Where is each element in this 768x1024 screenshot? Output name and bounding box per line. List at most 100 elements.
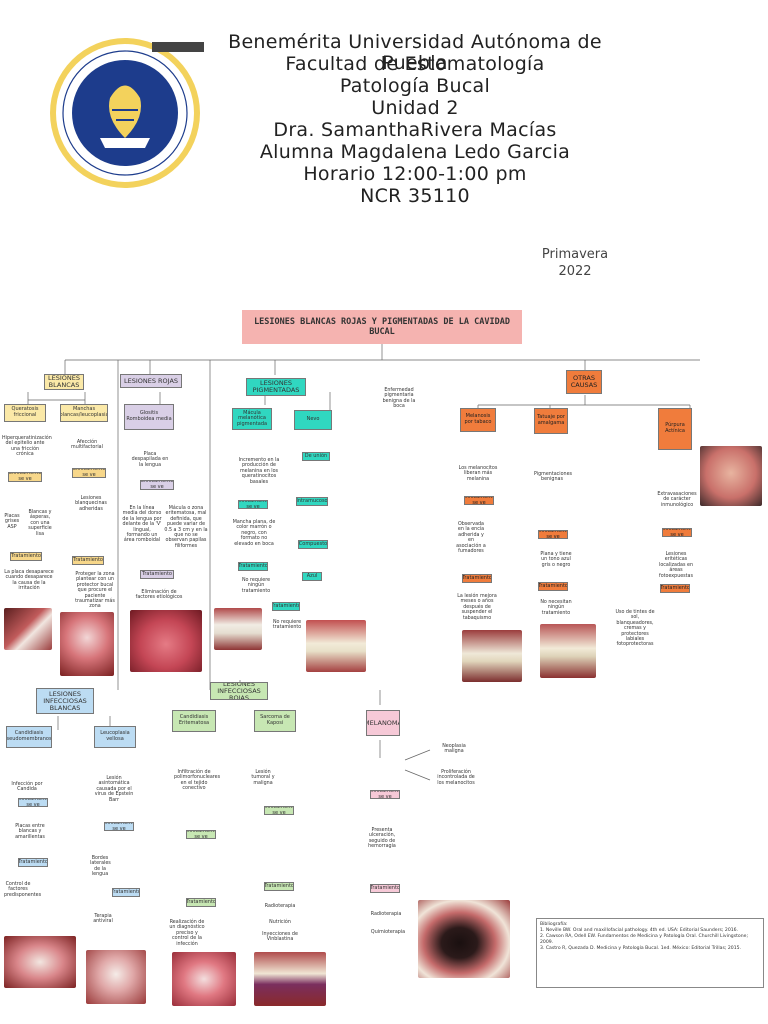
photo-amalgama: [540, 624, 596, 678]
photo-purpura: [700, 446, 762, 506]
label-clinica-amalgama: Clínicamente se ve: [538, 530, 568, 539]
text-nevo-trat: No requiere tratamiento: [272, 620, 302, 631]
label-trat-queratosis: Tratamiento: [10, 552, 42, 561]
schedule: Horario 12:00-1:00 pm: [303, 163, 527, 185]
label-clinica-candidiasis: Clínicamente se ve: [18, 798, 48, 807]
text-glositis-def: Placa despapilada en la lengua: [131, 452, 169, 468]
text-macula-clin: Mancha plana, de color marrón o negro, c…: [232, 520, 276, 547]
label-trat-tabaco: Tratamiento: [462, 574, 492, 583]
text-leuco-def: Afección multifactorial: [71, 440, 103, 451]
node-melanoma: MELANOMA: [366, 710, 400, 736]
text-candidiasis-er-def: Infiltración de polimorfonucleares en el…: [174, 770, 221, 792]
university-name: Benemérita Universidad Autónoma de Puebl…: [228, 31, 602, 74]
label-clinica-tabaco: Clínicamente se ve: [464, 496, 494, 505]
text-kaposi-trat-2: Nutrición: [269, 920, 291, 925]
node-glositis: Glositis Romboidea media: [124, 404, 174, 430]
category-lesiones-rojas: LESIONES ROJAS: [120, 374, 182, 388]
node-tatuaje-amalgama: Tatuaje por amalgama: [534, 408, 568, 434]
text-melanoma-trat-1: Radioterapia: [370, 912, 402, 917]
unit-name: Unidad 2: [371, 97, 459, 119]
label-clinica-glositis: Clínicamente se ve: [140, 480, 174, 490]
label-clinica-kaposi: Clínicamente se ve: [264, 806, 294, 815]
text-kaposi-trat-3: Inyecciones de Vinblastina: [262, 932, 298, 943]
text-kaposi-trat-1: Radioterapia: [264, 904, 296, 909]
node-candidiasis-eritematosa: Candidiasis Eritematosa: [172, 710, 216, 732]
nevo-type-compuesto: Compuesto: [298, 540, 328, 549]
category-infecciosas-blancas: LESIONES INFECCIOSAS BLANCAS: [36, 688, 94, 714]
text-melanoma-def2: Proliferación incontrolada de los melano…: [437, 770, 475, 786]
teacher-name: Dra. SamanthaRivera Macías: [273, 119, 557, 141]
category-lesiones-pigmentadas: LESIONES PIGMENTADAS: [246, 378, 306, 396]
text-amalgama-trat: No necesitan ningún tratamiento: [540, 600, 572, 616]
text-leucoplasia-clin: Bordes laterales de la lengua: [90, 856, 111, 878]
text-queratosis-trat: La placa desaparece cuando desaparece la…: [4, 570, 54, 592]
text-leuco-clin: Lesiones blanquecinas adheridas: [75, 496, 107, 512]
label-trat-nevo: Tratamiento: [272, 602, 300, 611]
photo-tabaco: [462, 630, 522, 682]
text-melanoma-def: Neoplasia maligna: [442, 744, 466, 755]
text-leucoplasia-def: Lesión asintomática causada por el virus…: [94, 776, 134, 803]
bibliography-ref-2: 2. Cawson RA, Odell EW. Fundamentos de M…: [540, 934, 749, 945]
node-melanosis-tabaco: Melanosis por tabaco: [460, 408, 496, 432]
text-queratosis-def: Hiperqueratinización del epitelio ante u…: [2, 436, 52, 458]
label-clinica-macula: Clínicamente se ve: [238, 500, 268, 509]
text-candidiasis-er-trat: Realización de un diagnóstico preciso y …: [169, 920, 205, 947]
text-glositis-clin: En la línea media del dorso de la lengua…: [122, 506, 162, 544]
text-purpura-clin: Lesiones eritéticas localizadas en áreas…: [659, 552, 693, 579]
category-lesiones-blancas: LESIONES BLANCAS: [44, 374, 84, 390]
text-macula-def: Incremento en la producción de melanina …: [238, 458, 280, 485]
faculty-name: Facultad de Estomatología: [285, 53, 545, 75]
text-leucoplasia-trat: Terapia antiviral: [93, 914, 113, 925]
photo-kaposi: [254, 952, 326, 1006]
label-trat-kaposi: Tratamiento: [264, 882, 294, 891]
photo-nevo: [306, 620, 366, 672]
text-nevo-def: Enfermedad pigmentaria benigna de la boc…: [382, 388, 416, 410]
text-tabaco-def: Los melanocitos liberan más melanina: [458, 466, 498, 482]
node-purpura-actinica: Púrpura Actínica: [658, 408, 692, 450]
bibliography-ref-1: 1. Neville BW. Oral and maxillofacial pa…: [540, 928, 739, 933]
text-amalgama-clin: Plana y tiene un tono azul gris o negro: [540, 552, 572, 568]
node-nevo: Nevo: [294, 410, 332, 430]
text-amalgama-def: Pigmentaciones benignas: [534, 472, 573, 483]
text-candidiasis-def: Infección por Candida: [11, 782, 43, 793]
text-queratosis-clin: Placas grises ASP: [4, 514, 20, 530]
header: Benemérita Universidad Autónoma de Puebl…: [0, 0, 768, 300]
concept-map: LESIONES BLANCAS ROJAS Y PIGMENTADAS DE …: [0, 300, 768, 1024]
photo-candidiasis: [4, 936, 76, 988]
diagram-title: LESIONES BLANCAS ROJAS Y PIGMENTADAS DE …: [242, 310, 522, 344]
bibliography: Bibliografía: 1. Neville BW. Oral and ma…: [536, 918, 764, 988]
nevo-type-union: De unión: [302, 452, 330, 461]
text-kaposi-def: Lesión tumoral y maligna: [251, 770, 275, 786]
text-candidiasis-clin: Placas entre blancas y amarillentas: [15, 824, 45, 840]
label-clinica-candidiasis-er: Clínicamente se ve: [186, 830, 216, 839]
text-purpura-def: Extravasaciones de carácter inmunológico: [657, 492, 697, 508]
label-trat-melanoma: Tratamiento: [370, 884, 400, 893]
label-trat-candidiasis: Tratamiento: [18, 858, 48, 867]
photo-leucoplasia: [60, 612, 114, 676]
photo-queratosis: [4, 608, 52, 650]
text-purpura-trat: Uso de tintes de sol, blanqueadores, cre…: [615, 610, 655, 648]
bibliography-ref-3: 3. Castro R, Quezada D. Medicina y Patol…: [540, 946, 742, 951]
nevo-type-azul: Azul: [302, 572, 322, 581]
text-glositis-clin2: Mácula o zona eritematosa, mal definida,…: [164, 506, 208, 549]
university-seal-logo: [50, 38, 200, 188]
season: Primavera: [541, 247, 609, 262]
year: 2022: [558, 264, 592, 279]
text-candidiasis-trat: Control de factores predisponentes: [4, 882, 42, 898]
nevo-type-intramucoso: Intramucoso: [296, 497, 328, 506]
label-clinica-melanoma: Clínicamente se ve: [370, 790, 400, 799]
node-queratosis: Queratosis friccional: [4, 404, 46, 422]
ncr-code: NCR 35110: [360, 185, 470, 207]
photo-melanoma: [418, 900, 510, 978]
label-trat-glositis: Tratamiento: [140, 570, 174, 579]
label-clinica-queratosis: Clínicamente se ve: [8, 472, 42, 482]
text-leuco-trat: Proteger la zona plantear con un protect…: [75, 572, 115, 610]
photo-glositis: [130, 610, 202, 672]
text-tabaco-clin: Observada en la encía adherida y en asoc…: [456, 522, 486, 555]
institution-tag: [152, 42, 204, 52]
label-trat-leuco: Tratamiento: [72, 556, 104, 565]
photo-macula: [214, 608, 262, 650]
photo-leucoplasia-vellosa: [86, 950, 146, 1004]
node-leucoplasia: Manchas blancas/leucoplasia: [60, 404, 108, 422]
label-trat-macula: Tratamiento: [238, 562, 268, 571]
